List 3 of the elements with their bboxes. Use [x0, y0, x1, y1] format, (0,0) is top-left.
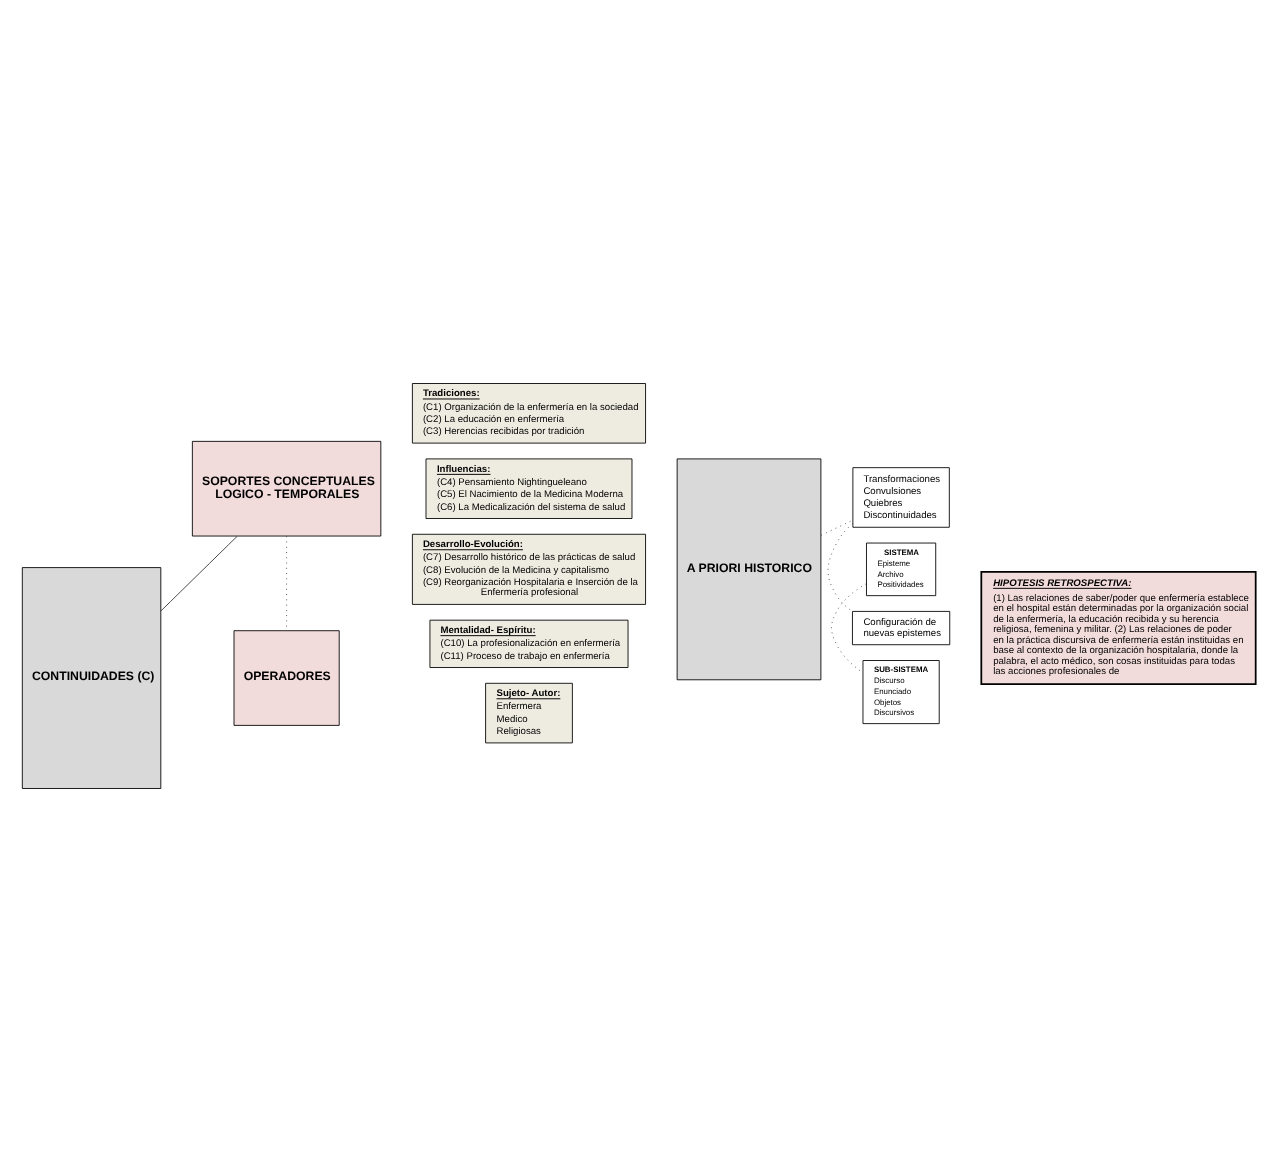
connector — [160, 535, 238, 612]
connector — [831, 583, 867, 674]
connector — [827, 523, 854, 612]
